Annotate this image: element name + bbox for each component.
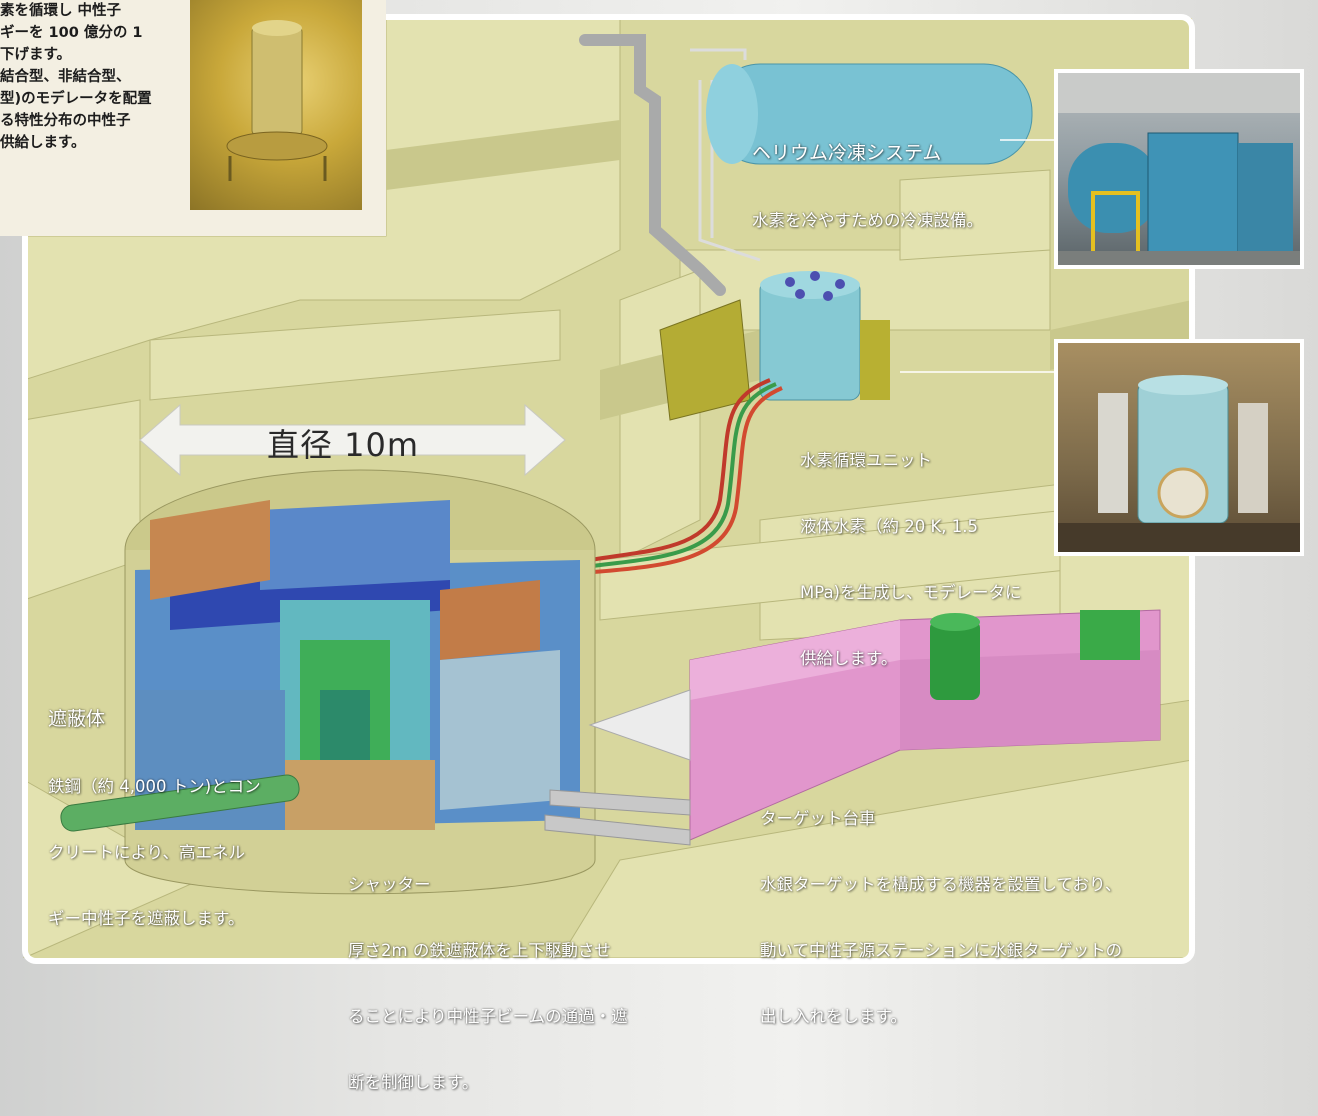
target-cart-desc-3: 出し入れをします。 [760,1007,907,1026]
shutter-label: シャッター 厚さ2m の鉄遮蔽体を上下駆動させ ることにより中性子ビームの通過・… [348,830,628,1116]
hydrogen-unit-photo [1054,339,1304,556]
moderator-photo [190,0,362,210]
helium-system-desc: 水素を冷やすための冷凍設備。 [752,211,983,230]
shutter-title: シャッター [348,875,431,894]
target-cart-desc-1: 水銀ターゲットを構成する機器を設置しており、 [760,875,1122,894]
shutter-desc-3: 断を制御します。 [348,1073,479,1092]
target-cart-desc-2: 動いて中性子源ステーションに水銀ターゲットの [760,941,1123,960]
hydrogen-unit-desc-1: 液体水素（約 20 K, 1.5 [800,517,979,536]
shield-label: 遮蔽体 鉄鋼（約 4,000 トン)とコン クリートにより、高エネル ギー中性子… [48,662,261,952]
helium-system-label: ヘリウム冷凍システム 水素を冷やすための冷凍設備。 [752,96,983,254]
shutter-desc-1: 厚さ2m の鉄遮蔽体を上下駆動させ [348,941,611,960]
shutter-desc-2: ることにより中性子ビームの通過・遮 [348,1007,628,1026]
shield-desc-1: 鉄鋼（約 4,000 トン)とコン [48,777,261,796]
hydrogen-unit-desc-3: 供給します。 [800,649,898,668]
diameter-arrow [139,403,566,477]
target-cart-title: ターゲット台車 [760,809,876,828]
helium-tank-shape [706,63,1033,165]
shield-title: 遮蔽体 [48,708,106,730]
helium-system-title: ヘリウム冷凍システム [752,142,942,164]
target-cart-label: ターゲット台車 水銀ターゲットを構成する機器を設置しており、 動いて中性子源ステ… [760,764,1122,1050]
helium-refrigerator-photo [1054,69,1304,269]
shield-desc-3: ギー中性子を遮蔽します。 [48,909,245,928]
facility-cutaway-illustration [23,17,1193,958]
shield-desc-2: クリートにより、高エネル [48,843,246,862]
diameter-label: 直径 10m [267,426,420,464]
hydrogen-unit-title: 水素循環ユニット [800,451,932,470]
hydrogen-unit-desc-2: MPa)を生成し、モデレータに [800,583,1022,602]
hydrogen-unit-label: 水素循環ユニット 液体水素（約 20 K, 1.5 MPa)を生成し、モデレータ… [800,406,1022,692]
